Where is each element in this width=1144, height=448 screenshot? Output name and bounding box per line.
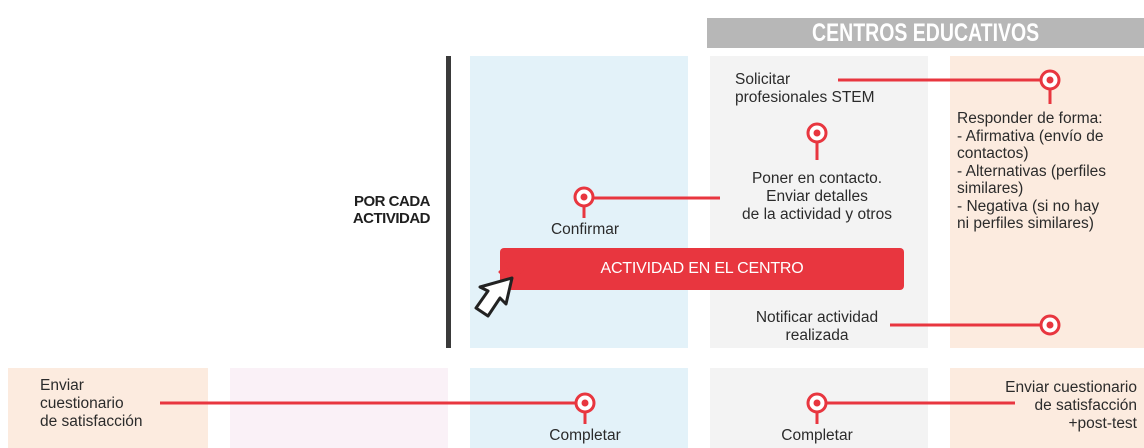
step-poner-line3: de la actividad y otros bbox=[742, 206, 892, 223]
section-label-line1: POR CADA bbox=[353, 193, 431, 210]
column-peach-upper bbox=[950, 56, 1144, 348]
column-gray-upper bbox=[710, 56, 928, 348]
hand-pointer-icon bbox=[474, 262, 524, 318]
step-responder-line6: - Negativa (si no hay bbox=[957, 197, 1100, 215]
step-enviar-left-line3: de satisfacción bbox=[40, 413, 143, 430]
step-responder-line4: - Alternativas (perfiles bbox=[957, 162, 1107, 180]
step-notificar: Notificar actividad realizada bbox=[716, 309, 918, 345]
step-enviar-right-line3: +post-test bbox=[1068, 415, 1138, 432]
step-solicitar: Solicitar profesionales STEM bbox=[735, 71, 875, 107]
step-completar-gray: Completar bbox=[781, 427, 853, 444]
step-enviar-cuestionario-left: Enviar cuestionario de satisfacción bbox=[40, 377, 143, 431]
step-confirmar: Confirmar bbox=[550, 221, 620, 238]
header-centros-educativos: CENTROS EDUCATIVOS bbox=[707, 18, 1144, 48]
column-pink-lower bbox=[230, 368, 448, 448]
step-poner-en-contacto: Poner en contacto. Enviar detalles de la… bbox=[716, 170, 918, 224]
column-peach-lower-right bbox=[950, 368, 1144, 448]
section-label: POR CADA ACTIVIDAD bbox=[300, 193, 431, 227]
location-pin-icon bbox=[806, 122, 828, 144]
location-pin-icon bbox=[806, 392, 828, 414]
location-pin-icon bbox=[1039, 69, 1061, 91]
step-completar-blue: Completar bbox=[549, 427, 621, 444]
step-responder-line5: similares) bbox=[957, 180, 1024, 197]
step-solicitar-line1: Solicitar bbox=[735, 71, 791, 88]
step-solicitar-line2: profesionales STEM bbox=[735, 89, 875, 106]
step-poner-line2: Enviar detalles bbox=[766, 188, 868, 205]
step-responder-line3: contactos) bbox=[957, 145, 1029, 162]
location-pin-icon bbox=[573, 186, 595, 208]
step-responder-line2: - Afirmativa (envío de bbox=[957, 127, 1104, 145]
step-enviar-cuestionario-right: Enviar cuestionario de satisfacción +pos… bbox=[950, 379, 1137, 433]
header-title: CENTROS EDUCATIVOS bbox=[811, 19, 1040, 47]
activity-bar: ACTIVIDAD EN EL CENTRO bbox=[500, 248, 904, 290]
step-responder: Responder de forma: - Afirmativa (envío … bbox=[957, 110, 1106, 233]
step-notificar-line1: Notificar actividad bbox=[755, 309, 879, 326]
location-pin-icon bbox=[574, 392, 596, 414]
location-pin-icon bbox=[1039, 314, 1061, 336]
section-label-line2: ACTIVIDAD bbox=[352, 210, 431, 227]
step-responder-line1: Responder de forma: bbox=[957, 110, 1103, 127]
section-divider bbox=[446, 56, 451, 348]
step-enviar-right-line1: Enviar cuestionario bbox=[1005, 379, 1137, 396]
step-notificar-line2: realizada bbox=[785, 327, 849, 344]
step-poner-line1: Poner en contacto. bbox=[751, 170, 883, 187]
step-responder-line7: ni perfiles similares) bbox=[957, 215, 1094, 232]
step-enviar-left-line1: Enviar bbox=[40, 377, 84, 394]
step-enviar-right-line2: de satisfacción bbox=[1034, 397, 1137, 414]
column-peach-lower-left bbox=[8, 368, 208, 448]
step-enviar-left-line2: cuestionario bbox=[40, 395, 124, 412]
